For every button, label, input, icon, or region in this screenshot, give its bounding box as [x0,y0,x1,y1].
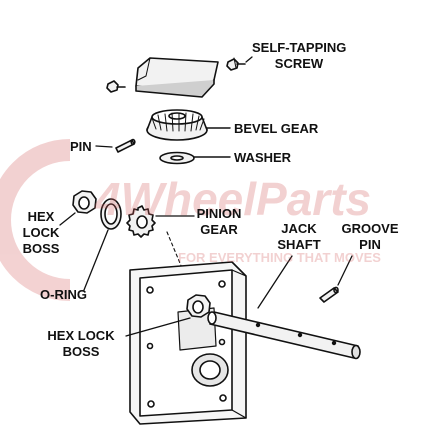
label-jack-shaft-line-2: SHAFT [277,237,321,252]
screw-leader-line [245,56,253,63]
pinion-gear [126,205,156,238]
groove-pin-leader [337,255,353,286]
label-pin: PIN [70,139,92,154]
label-hex-lock-boss-bottom-line-2: BOSS [62,344,100,359]
bevel-gear [146,109,208,141]
label-pinion-gear-line-1: PINION [196,206,242,221]
hex-lock-boss-bottom [186,294,211,318]
hex-lock-boss-left-leader [59,212,76,226]
pin [115,138,136,153]
label-self-tapping-screw-line-2: SCREW [274,56,324,71]
label-hex-lock-boss-left-line-1: HEX [27,209,55,224]
label-hex-lock-boss-left-line-3: BOSS [22,241,60,256]
label-pinion-gear-line-2: GEAR [200,222,238,237]
label-pinion-gear: PINION GEAR [194,206,244,238]
label-groove-pin-line-1: GROOVE [341,221,399,236]
gear-housing [129,261,247,425]
label-jack-shaft-line-1: JACK [281,221,317,236]
label-o-ring: O-RING [40,287,87,302]
label-hex-lock-boss-bottom: HEX LOCK BOSS [40,328,122,360]
assembly-line [166,231,183,269]
hex-lock-boss-left [72,190,97,214]
self-tapping-screw-left [106,80,126,93]
label-jack-shaft: JACK SHAFT [274,221,324,253]
pin-leader [95,145,113,148]
label-bevel-gear: BEVEL GEAR [234,121,319,136]
label-washer: WASHER [234,150,292,165]
self-tapping-screw-right [226,57,246,71]
label-self-tapping-screw: SELF-TAPPING SCREW [252,40,346,72]
o-ring [100,198,122,230]
cover-plate [135,57,219,98]
label-hex-lock-boss-bottom-line-1: HEX LOCK [47,328,115,343]
o-ring-leader [83,229,109,291]
groove-pin [319,286,339,303]
label-hex-lock-boss-left-line-2: LOCK [22,225,60,240]
label-groove-pin: GROOVE PIN [340,221,400,253]
label-self-tapping-screw-line-1: SELF-TAPPING [252,40,347,55]
washer [159,151,195,165]
jack-shaft-leader [257,255,293,309]
hex-lock-boss-bottom-leader [125,317,191,337]
label-hex-lock-boss-left: HEX LOCK BOSS [20,209,62,257]
label-groove-pin-line-2: PIN [359,237,381,252]
jack-shaft [207,311,361,360]
